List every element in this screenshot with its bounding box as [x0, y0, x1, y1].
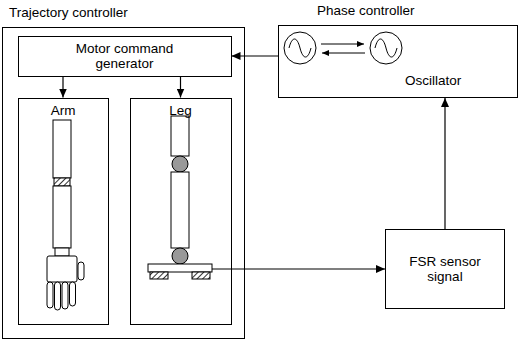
arrow-connector — [232, 55, 279, 56]
controller-box: Phase controllerOscillator — [278, 25, 518, 98]
oscillator-symbol — [284, 32, 402, 64]
arrow-connector — [62, 77, 63, 98]
box-label: FSR sensor signal — [402, 254, 488, 284]
arm-figure — [47, 120, 84, 310]
arrow-connector — [444, 98, 445, 229]
box-title: Trajectory controller — [9, 5, 209, 20]
arrow-connector — [232, 268, 386, 269]
box-label: Arm — [23, 103, 103, 118]
box-label: Leg — [136, 103, 226, 118]
process-box: Motor command generator — [18, 36, 232, 77]
controller-box: Trajectory controllerMotor command gener… — [2, 27, 245, 339]
box-label: Motor command generator — [63, 41, 187, 71]
limb-box: Leg — [130, 98, 232, 325]
leg-figure — [148, 116, 231, 279]
arrow-connector — [180, 77, 181, 98]
box-title: Phase controller — [317, 3, 497, 18]
oscillator-label: Oscillator — [405, 73, 505, 88]
limb-box: Arm — [18, 98, 109, 325]
sensor-box: FSR sensor signal — [385, 229, 505, 309]
